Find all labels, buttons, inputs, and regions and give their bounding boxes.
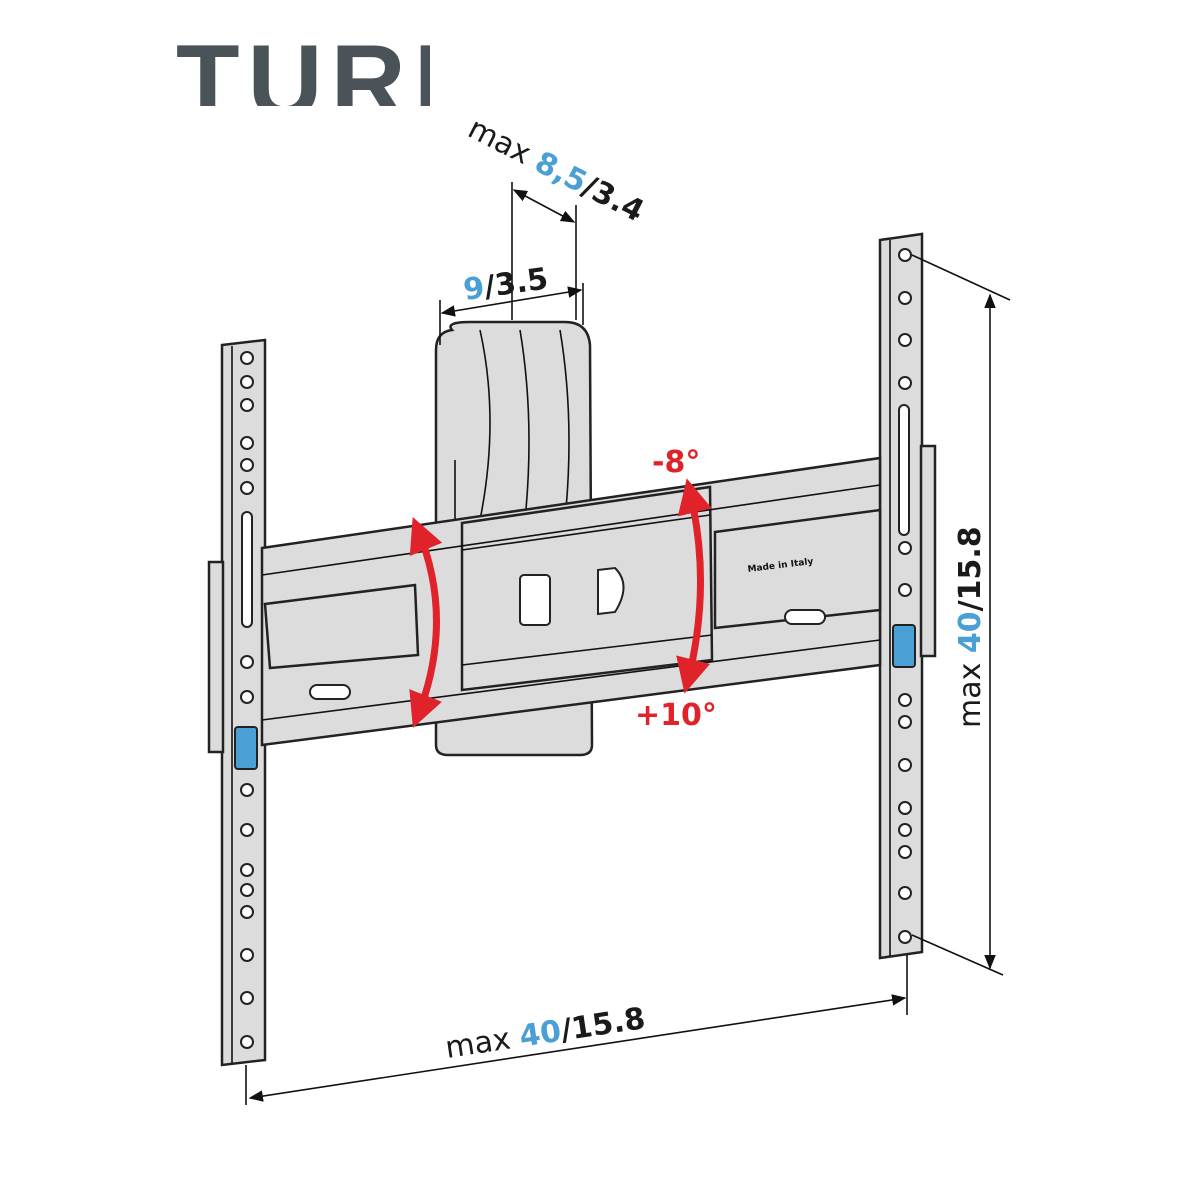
tilt-up-label: -8° [652, 445, 700, 480]
rail-hole [240, 783, 254, 797]
right-lock-icon [892, 624, 916, 668]
rail-hole [240, 481, 254, 495]
left-rail [207, 338, 267, 1067]
tilt-arrow-left-icon [409, 517, 443, 729]
horizontal-dimension: max 40/15.8 [245, 955, 908, 1105]
horizontal-imperial: /15.8 [558, 1001, 647, 1048]
rail-hole [898, 291, 912, 305]
depth-min-imperial: /3.5 [482, 261, 550, 305]
rail-hole [898, 376, 912, 390]
rail-hole [898, 801, 912, 815]
tilt-down-label: +10° [635, 698, 717, 733]
rail-hole [240, 436, 254, 450]
product-title: TURN [176, 24, 430, 106]
rail-hole [898, 541, 912, 555]
left-lock-icon [234, 726, 258, 770]
rail-hole [240, 375, 254, 389]
rail-hole [898, 845, 912, 859]
rail-hole [240, 458, 254, 472]
rail-hole [240, 1035, 254, 1049]
svg-text:max 40/15.8: max 40/15.8 [443, 1001, 648, 1066]
svg-text:max 40/15.8: max 40/15.8 [953, 526, 988, 728]
vertical-dimension: max 40/15.8 [911, 254, 1011, 976]
depth-max-imperial: /3.4 [576, 169, 649, 229]
rail-hole [898, 248, 912, 262]
rail-hole [898, 693, 912, 707]
rail-hole [898, 886, 912, 900]
vertical-imperial: /15.8 [953, 526, 988, 611]
rail-hole [898, 930, 912, 944]
vertical-metric: 40 [953, 611, 988, 653]
tilt-arrow-right-icon [676, 478, 712, 694]
rail-hole [898, 333, 912, 347]
rail-hole [240, 823, 254, 837]
rail-hole [240, 863, 254, 877]
rail-hole [240, 905, 254, 919]
rail-hole [240, 690, 254, 704]
svg-text:9/3.5: 9/3.5 [461, 261, 550, 307]
rail-hole [240, 991, 254, 1005]
rail-hole [898, 583, 912, 597]
rail-hole [240, 398, 254, 412]
depth-min-metric: 9 [461, 270, 487, 308]
rail-hole [898, 758, 912, 772]
horizontal-metric: 40 [517, 1014, 564, 1055]
depth-dimension: max 8,5/3.4 9/3.5 [439, 111, 649, 345]
right-rail [878, 232, 937, 960]
plate-ribs [454, 329, 570, 521]
rail-hole [240, 883, 254, 897]
rail-hole [898, 823, 912, 837]
rail-hole [240, 948, 254, 962]
rail-hole [240, 351, 254, 365]
svg-text:-8°: -8° [652, 445, 700, 480]
title-clip: TURN [170, 0, 430, 106]
svg-text:+10°: +10° [635, 698, 717, 733]
rail-hole [898, 715, 912, 729]
rail-hole [240, 655, 254, 669]
